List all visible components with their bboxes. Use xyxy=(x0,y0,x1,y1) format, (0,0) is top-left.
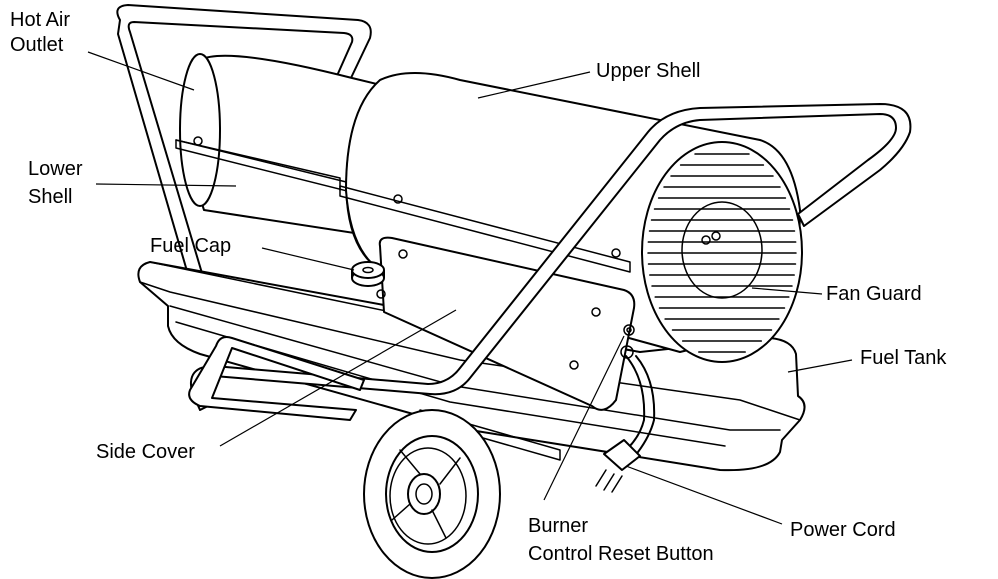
wheel xyxy=(363,409,501,579)
power-cord xyxy=(595,345,656,493)
label-fuel-cap: Fuel Cap xyxy=(150,235,232,257)
leader-lines xyxy=(87,51,853,525)
rear-handle-frame xyxy=(116,4,372,303)
label-upper-shell: Upper Shell xyxy=(596,60,701,82)
label-hot-air-outlet-line1: Hot Air xyxy=(10,9,71,31)
label-burner-line1: Burner xyxy=(528,515,589,537)
label-fan-guard: Fan Guard xyxy=(826,283,922,305)
label-hot-air-outlet-line2: Outlet xyxy=(10,34,64,56)
label-fuel-tank: Fuel Tank xyxy=(860,347,947,369)
fan-guard-grille xyxy=(647,153,797,353)
label-side-cover: Side Cover xyxy=(96,441,195,463)
burner-reset-button xyxy=(623,324,635,336)
front-handle-frame xyxy=(190,103,912,411)
label-lower-shell-line1: Lower xyxy=(28,158,83,180)
label-burner-line2: Control Reset Button xyxy=(528,543,714,565)
label-power-cord: Power Cord xyxy=(790,519,896,541)
fan-guard xyxy=(641,141,803,363)
fuel-cap xyxy=(351,261,385,287)
label-lower-shell-line2: Shell xyxy=(28,186,73,208)
